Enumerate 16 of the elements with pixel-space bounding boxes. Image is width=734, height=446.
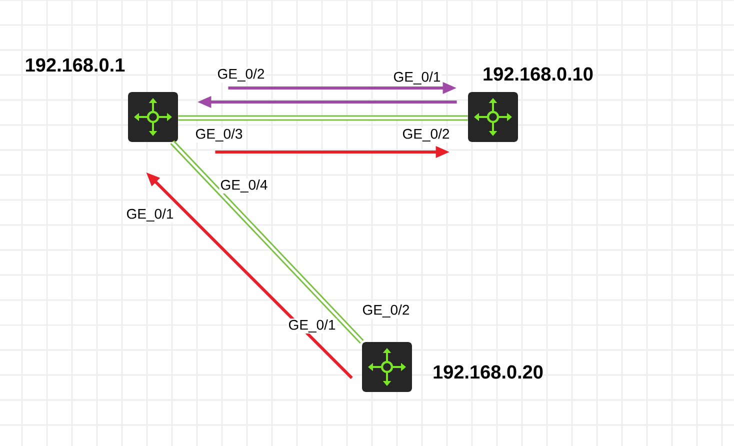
link-line: [178, 115, 468, 121]
port-label: GE_0/4: [219, 178, 269, 194]
port-label: GE_0/1: [287, 318, 337, 334]
switch-icon: [128, 92, 178, 142]
ip-address: 192.168.0.10: [484, 67, 593, 81]
switch-icon: [468, 92, 518, 142]
port-label: GE_0/3: [194, 128, 244, 142]
link-line: [170, 140, 364, 344]
switch-icon: [362, 342, 412, 392]
ip-address: 192.168.0.20: [434, 365, 543, 379]
port-label: GE_0/1: [392, 70, 442, 86]
port-label: GE_0/2: [216, 68, 266, 82]
port-label: GE_0/1: [125, 208, 175, 222]
port-label: GE_0/2: [401, 128, 451, 142]
port-label: GE_0/2: [361, 304, 411, 318]
ip-address: 192.168.0.1: [26, 58, 125, 72]
